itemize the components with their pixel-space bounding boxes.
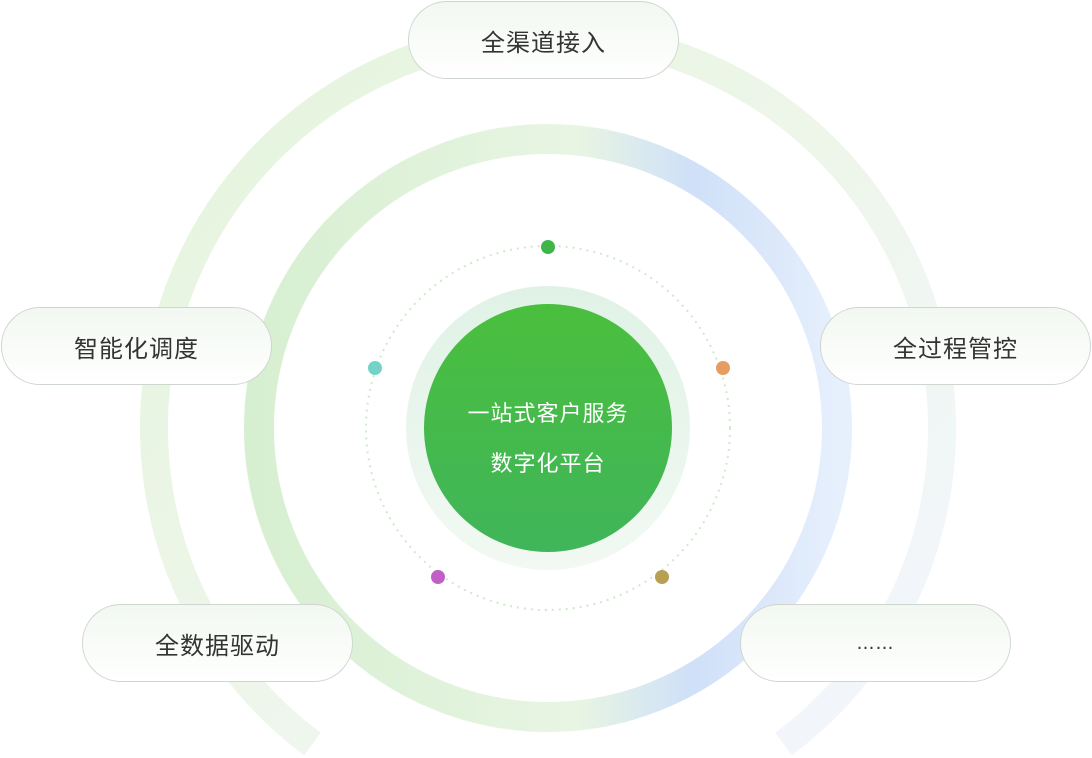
orbit-dot-left bbox=[368, 361, 382, 375]
feature-intelligent-dispatch: 智能化调度 bbox=[1, 307, 272, 385]
feature-omnichannel-access: 全渠道接入 bbox=[408, 1, 679, 79]
center-title-line2: 数字化平台 bbox=[490, 452, 606, 477]
orbit-dot-top bbox=[541, 240, 555, 254]
feature-full-process-control: 全过程管控 bbox=[820, 307, 1091, 385]
center-title-line1: 一站式客户服务 bbox=[467, 402, 629, 427]
dotted-orbit bbox=[365, 245, 731, 611]
orbit-dot-right bbox=[716, 361, 730, 375]
feature-more: …… bbox=[740, 604, 1011, 682]
core-circle bbox=[424, 304, 672, 552]
orbit-dot-bottom-right bbox=[655, 570, 669, 584]
orbit-dot-bottom-left bbox=[431, 570, 445, 584]
inner-ring bbox=[244, 124, 852, 732]
feature-data-driven: 全数据驱动 bbox=[82, 604, 353, 682]
center-title: 一站式客户服务 数字化平台 bbox=[424, 390, 672, 490]
